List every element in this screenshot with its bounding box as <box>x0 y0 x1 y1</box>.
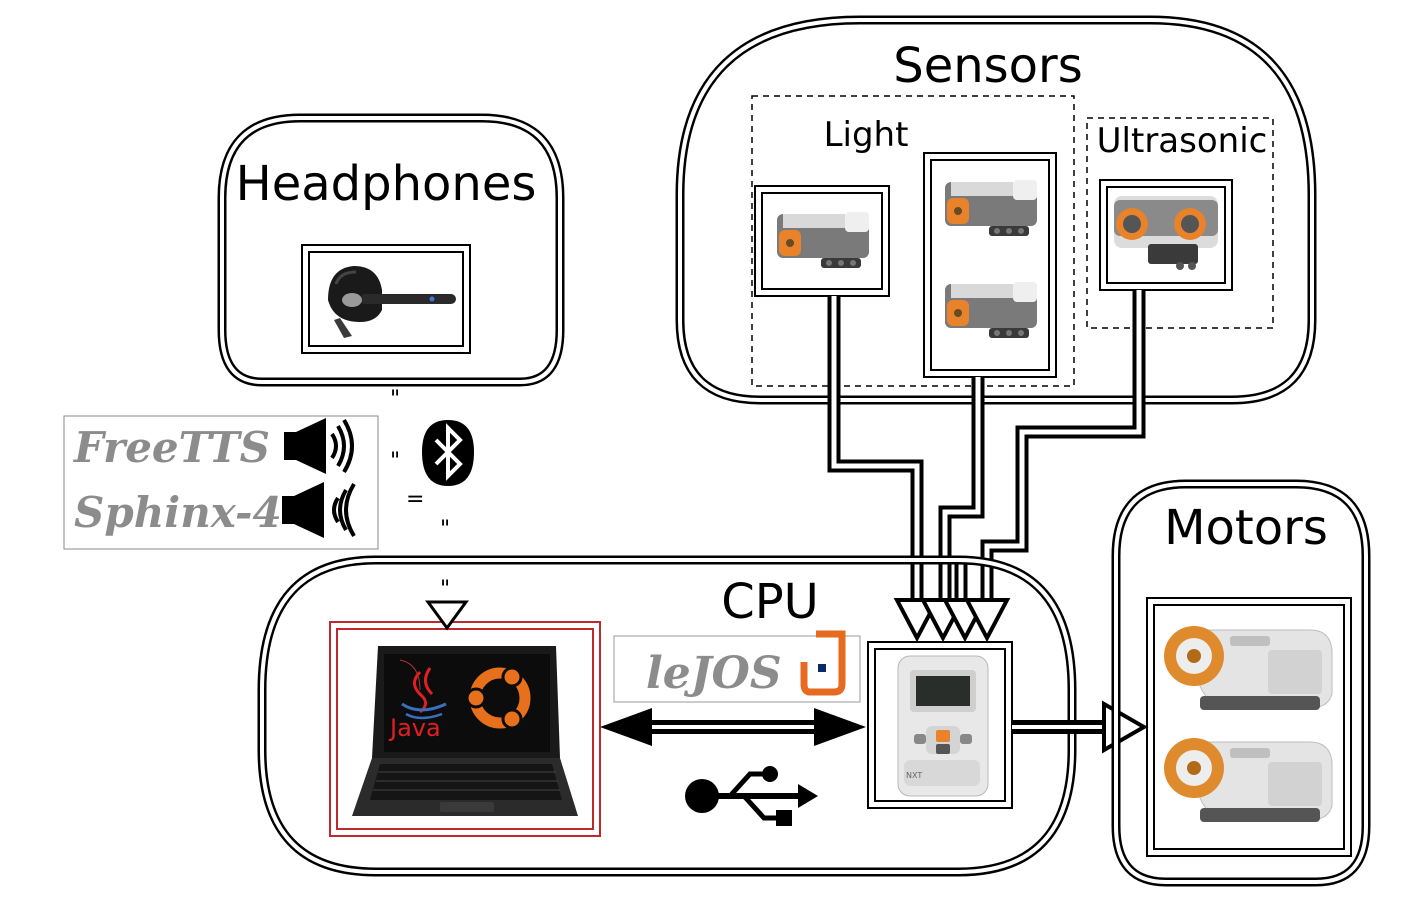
ultrasonic-sensor-subgroup <box>1086 117 1274 329</box>
laptop: Java <box>329 621 601 837</box>
java-label: Java <box>388 714 441 742</box>
cpu-title: CPU <box>721 574 819 630</box>
headphones-title: Headphones <box>236 156 537 212</box>
motors-title: Motors <box>1164 500 1328 556</box>
speech-software-box: FreeTTS Sphinx-4 <box>63 415 379 550</box>
cpu-group: CPU <box>257 555 1077 877</box>
ultrasonic-sensor-icon <box>1114 196 1218 270</box>
lejos-box: leJOS <box>613 630 861 703</box>
bluetooth-link: " " = " " <box>390 387 474 631</box>
lejos-label: leJOS <box>646 648 782 699</box>
link-mark: = <box>406 487 424 512</box>
light-sensor-subgroup <box>751 95 1075 387</box>
laptop-icon <box>352 646 578 816</box>
headset-icon <box>328 266 456 338</box>
link-mark: " <box>440 577 450 602</box>
bluetooth-icon <box>422 420 474 486</box>
usb-link <box>600 708 866 746</box>
ultrasonic-label: Ultrasonic <box>1097 121 1268 161</box>
freetts-label: FreeTTS <box>73 423 270 472</box>
sensor-input-arrows <box>893 598 1011 643</box>
link-mark: " <box>390 449 400 474</box>
motor-link <box>1012 700 1149 754</box>
sensors-group: Sensors Light Ultrasonic <box>675 15 1317 405</box>
nxt-brick: NXT <box>867 641 1013 809</box>
usb-icon <box>685 766 818 826</box>
link-mark: " <box>440 517 450 542</box>
ubuntu-logo-icon <box>465 666 531 730</box>
motors-group: Motors <box>1111 479 1371 887</box>
nxt-logo-mark: NXT <box>906 771 922 780</box>
nxt-brick-icon: NXT <box>897 655 989 797</box>
sphinx-label: Sphinx-4 <box>74 488 282 537</box>
microphone-icon <box>282 482 356 538</box>
speaker-icon <box>284 418 354 474</box>
headphones-group: Headphones <box>217 113 565 387</box>
sensors-title: Sensors <box>893 38 1083 94</box>
sensor-cables <box>827 290 1146 600</box>
lejos-logo-icon <box>800 630 846 696</box>
light-label: Light <box>824 115 909 155</box>
link-mark: " <box>390 387 400 412</box>
java-logo-icon: Java <box>388 667 447 742</box>
